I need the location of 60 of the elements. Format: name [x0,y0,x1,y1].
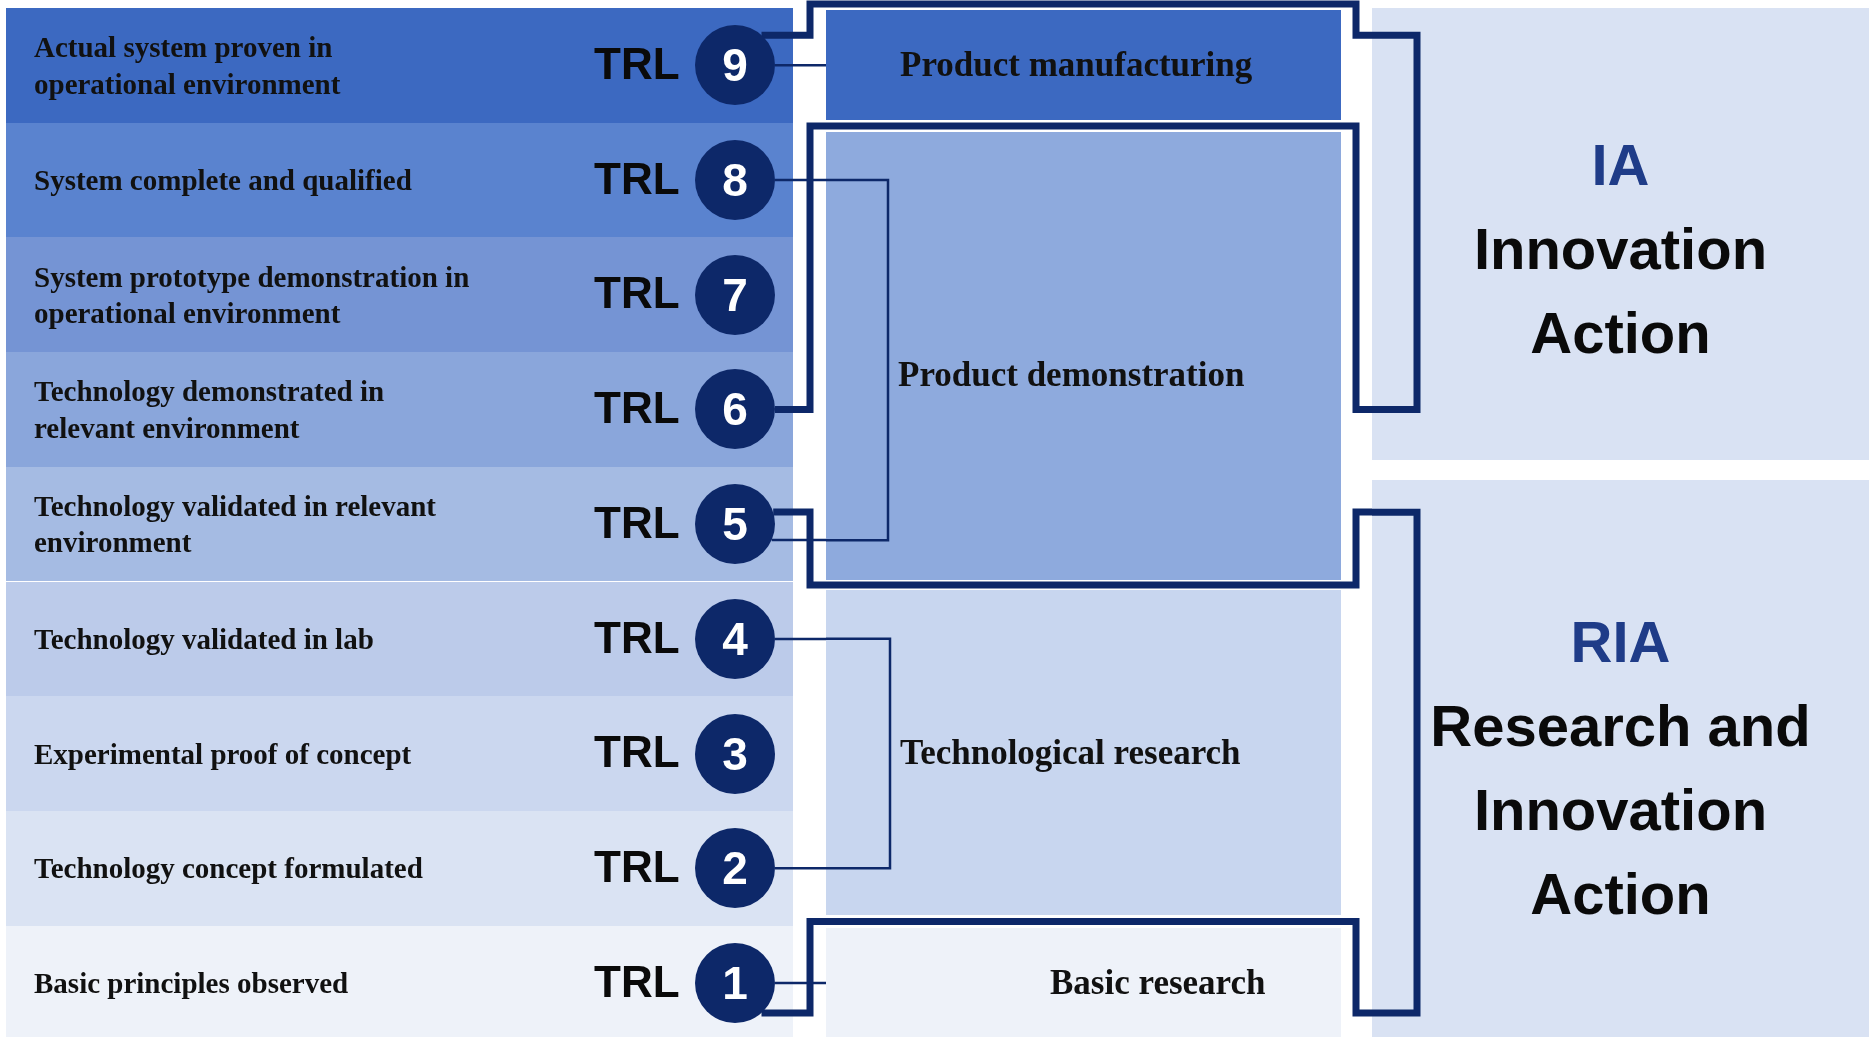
level-label: TRL [594,500,680,545]
level-label: TRL [594,730,680,775]
category-label: Basic research [1050,962,1266,1003]
number-circle: 9 [695,25,775,106]
number-circle: 5 [695,484,775,565]
level-label: TRL [594,959,680,1004]
level-description: Technology demonstrated in relevant environment [34,374,386,446]
connector-line [775,637,826,641]
number-circle: 6 [695,369,775,450]
programme-name: Innovation Action [1472,215,1769,368]
level-row [6,237,793,353]
category-box [826,132,1341,580]
category-box [826,928,1341,1037]
connector-line [761,0,1372,39]
level-description: Actual system proven in operational environment [34,30,342,102]
programme-name: Research and Innovation Action [1429,692,1812,929]
programme-acronym: IA [1590,131,1651,199]
level-description: Technology validated in lab [34,621,375,657]
level-label: TRL [594,42,680,86]
level-row [6,581,793,697]
category-box [826,10,1341,120]
level-label: TRL [594,844,680,889]
connector-line [775,178,826,182]
connector-line [771,538,826,542]
connector-line [775,122,1372,413]
number-circle: 7 [695,254,775,335]
level-row [6,352,793,467]
connector-line [761,918,1372,1017]
category-label: Technological research [900,732,1241,773]
level-row [6,925,793,1037]
level-description: Experimental proof of concept [34,736,413,772]
connector-line [775,867,826,870]
number-circle: 3 [695,713,775,794]
level-label: TRL [594,156,680,201]
level-label: TRL [594,615,680,660]
number-circle: 8 [695,140,775,221]
level-row [6,466,793,582]
level-description: System prototype demonstration in operational environment [34,259,471,331]
connector-line [775,981,826,985]
level-row [6,8,793,123]
category-box [826,590,1341,915]
programme-panel [1372,480,1869,1037]
category-label: Product demonstration [898,355,1245,395]
number-circle: 4 [695,598,775,679]
programme-panel [1372,8,1869,460]
level-row [6,122,793,238]
programme-acronym: RIA [1569,608,1672,676]
level-label: TRL [594,271,680,316]
connector-line [775,64,826,67]
category-label: Product manufacturing [900,45,1253,85]
level-description: Basic principles observed [34,965,350,1001]
level-label: TRL [594,386,680,431]
level-description: Technology validated in relevant environment [34,488,437,561]
level-row [6,696,793,811]
level-row [6,810,793,926]
number-circle: 2 [695,828,775,909]
number-circle: 1 [695,942,775,1023]
level-description: System complete and qualified [34,162,413,198]
connector-line [773,508,1372,589]
level-description: Technology concept formulated [34,851,424,887]
